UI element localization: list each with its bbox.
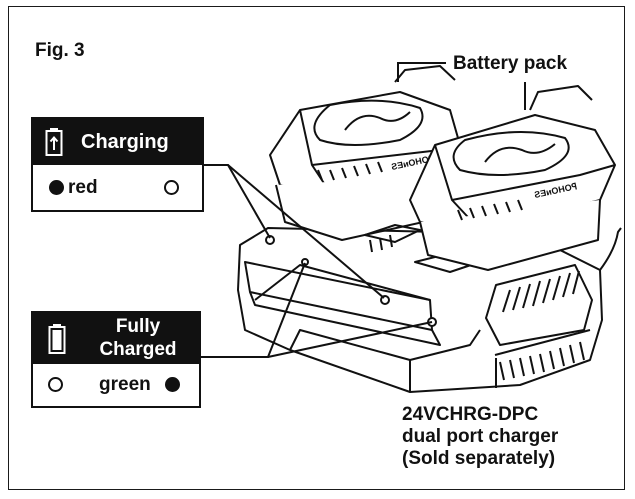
battery-pack-left: ƧƎᴎOHOꟼ — [269, 65, 461, 241]
led-open-icon — [164, 180, 179, 195]
charger-vents — [485, 264, 593, 381]
charger-description: dual port charger — [402, 426, 559, 447]
figure-label: Fig. 3 — [35, 40, 85, 61]
led-open-icon — [48, 377, 63, 392]
battery-full-icon — [48, 324, 66, 354]
charging-header: Charging — [33, 119, 202, 165]
leader-battery-pack-left — [397, 62, 446, 82]
charged-header: Fully Charged — [33, 313, 199, 364]
battery-pack-label: Battery pack — [453, 53, 568, 74]
battery-charging-icon — [45, 128, 63, 156]
charged-title: Fully Charged — [81, 315, 195, 361]
led-filled-icon — [165, 377, 180, 392]
charged-led-color: green — [99, 374, 151, 395]
charger-model-label: 24VCHRG-DPC dual port charger (Sold sepa… — [402, 404, 558, 470]
charged-title-line1: Fully — [115, 316, 161, 337]
battery-pack-right: ƧƎᴎOHOꟼ — [409, 85, 616, 271]
charged-status-box: Fully Charged green — [31, 311, 201, 408]
charging-status-box: Charging red — [31, 117, 204, 212]
leader-lines — [200, 62, 526, 388]
charging-title: Charging — [81, 131, 169, 153]
charging-led-row: red — [33, 165, 202, 210]
charged-led-row: green — [33, 364, 199, 406]
charged-title-line2: Charged — [99, 339, 177, 360]
charger-note: (Sold separately) — [402, 448, 556, 469]
led-filled-icon — [49, 180, 64, 195]
charger-model: 24VCHRG-DPC — [402, 404, 539, 425]
charging-led-color: red — [68, 177, 98, 198]
